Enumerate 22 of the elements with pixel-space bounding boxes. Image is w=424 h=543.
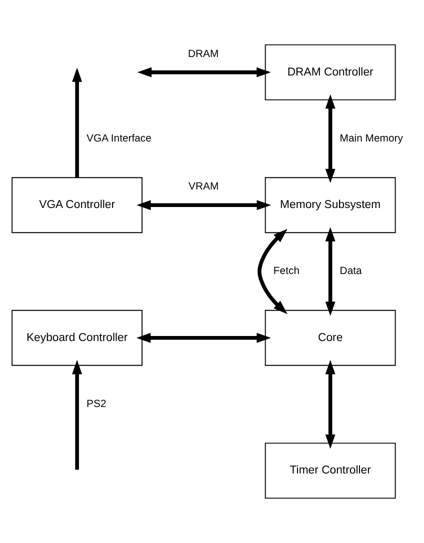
arrow [136, 332, 271, 343]
arrow [72, 68, 82, 178]
node-box: DRAM Controller [264, 44, 396, 100]
node-box: Core [264, 310, 396, 366]
edge-label: PS2 [86, 398, 106, 410]
edge-label: VGA Interface [86, 133, 152, 144]
arrow [136, 200, 272, 210]
node-box: Timer Controller [264, 442, 396, 499]
edge-label: Fetch [273, 266, 300, 278]
arrow [325, 227, 336, 316]
edge-label: Main Memory [340, 133, 403, 144]
arrow [137, 67, 271, 78]
arrow [325, 94, 336, 184]
node-box: Memory Subsystem [264, 177, 396, 234]
edge-label: DRAM [188, 48, 219, 60]
arrow [72, 360, 82, 470]
edge-label: Data [340, 266, 362, 278]
arrow [325, 360, 336, 449]
node-box: VGA Controller [12, 177, 143, 234]
node-box: Keyboard Controller [12, 310, 143, 366]
edge-label: VRAM [188, 182, 219, 193]
arrow [258, 228, 288, 314]
